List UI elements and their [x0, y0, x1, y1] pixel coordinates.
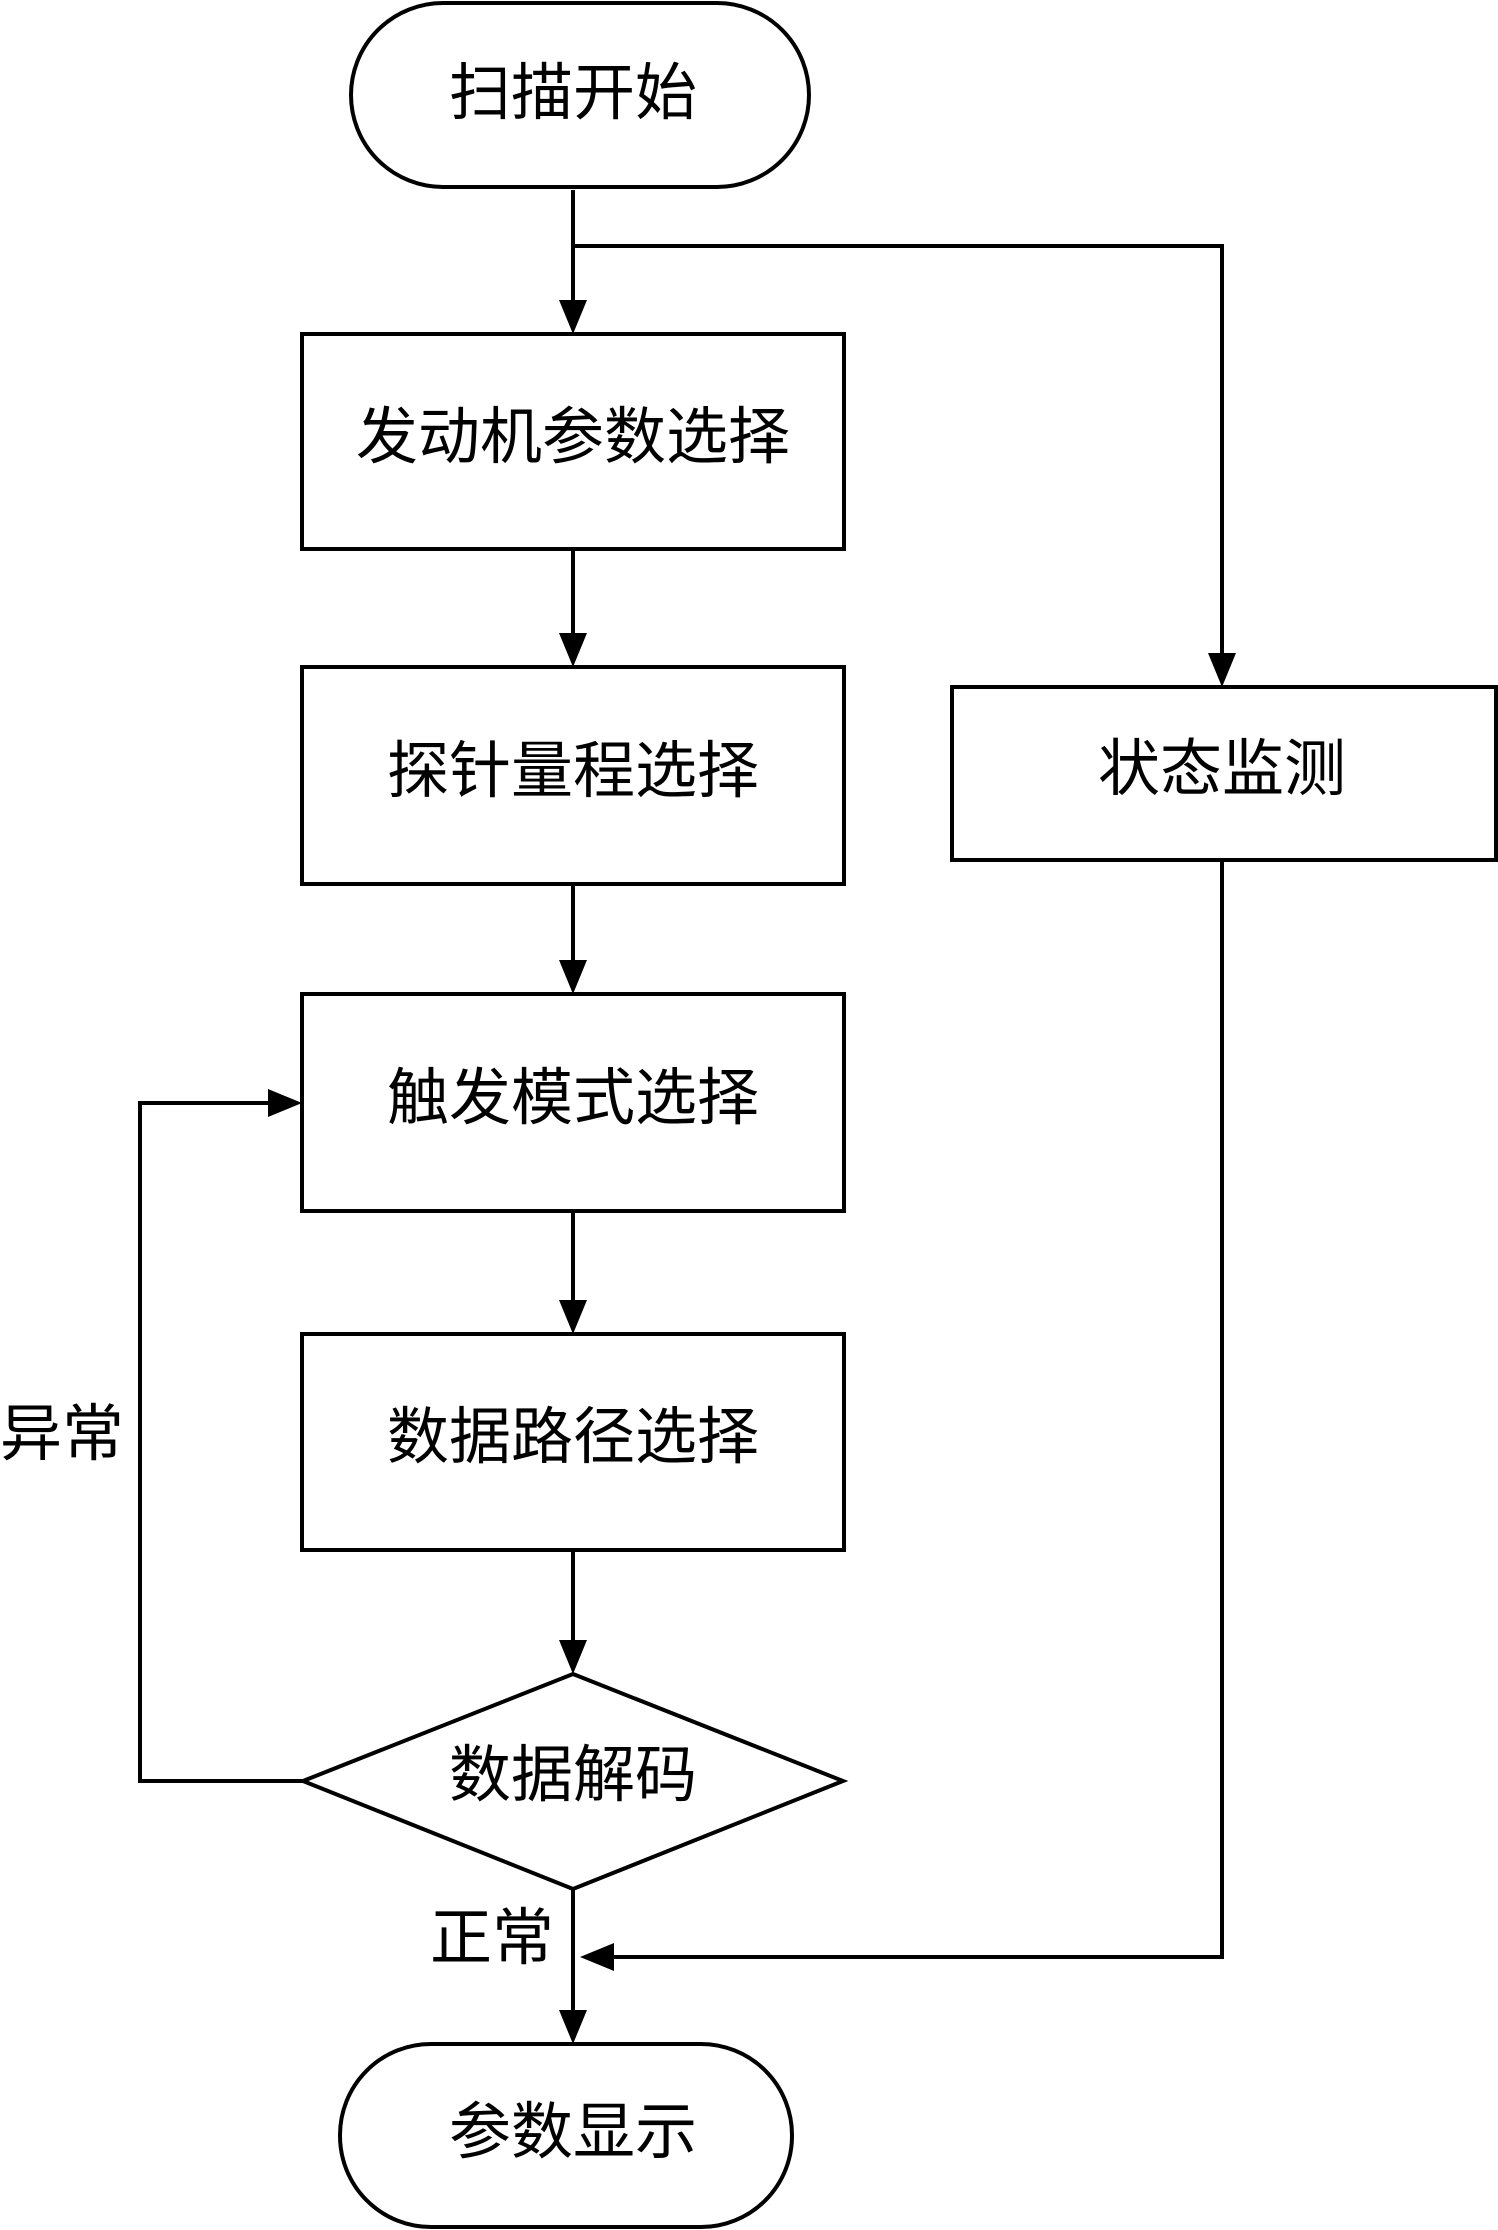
arrowhead-engine: [559, 300, 587, 334]
node-probe-range-select-label: 探针量程选择: [387, 734, 759, 807]
arrowhead-abnormal-loop: [268, 1089, 302, 1117]
edge-decode-abnormal-loop: [138, 1101, 303, 1783]
node-param-display-label: 参数显示: [449, 2095, 697, 2168]
node-scan-start: [349, 1, 811, 189]
node-status-monitor: [950, 685, 1498, 862]
edge-status-to-merge: [612, 860, 1224, 1959]
arrowhead-status: [1208, 653, 1236, 687]
node-scan-start-label: 扫描开始: [449, 56, 697, 129]
node-engine-param-select: [300, 332, 846, 551]
node-trigger-mode-select-label: 触发模式选择: [387, 1061, 759, 1134]
node-param-display: [338, 2042, 794, 2229]
node-probe-range-select: [300, 665, 846, 886]
arrowhead-datapath: [559, 1300, 587, 1334]
arrowhead-probe: [559, 633, 587, 667]
node-data-decode: [297, 1671, 849, 1892]
node-status-monitor-label: 状态监测: [1098, 732, 1346, 805]
node-data-path-select-label: 数据路径选择: [387, 1400, 759, 1473]
node-data-decode-label: 数据解码: [449, 1738, 697, 1811]
edge-start-to-status: [573, 244, 1224, 655]
arrowhead-display: [559, 2010, 587, 2044]
arrowhead-merge: [580, 1943, 614, 1971]
edge-label-normal: 正常: [430, 1901, 554, 1974]
node-trigger-mode-select: [300, 992, 846, 1213]
arrowhead-decode: [559, 1640, 587, 1674]
arrowhead-trigger: [559, 960, 587, 994]
node-data-path-select: [300, 1332, 846, 1552]
node-engine-param-select-label: 发动机参数选择: [356, 400, 790, 473]
edge-label-abnormal: 异常: [0, 1397, 124, 1470]
